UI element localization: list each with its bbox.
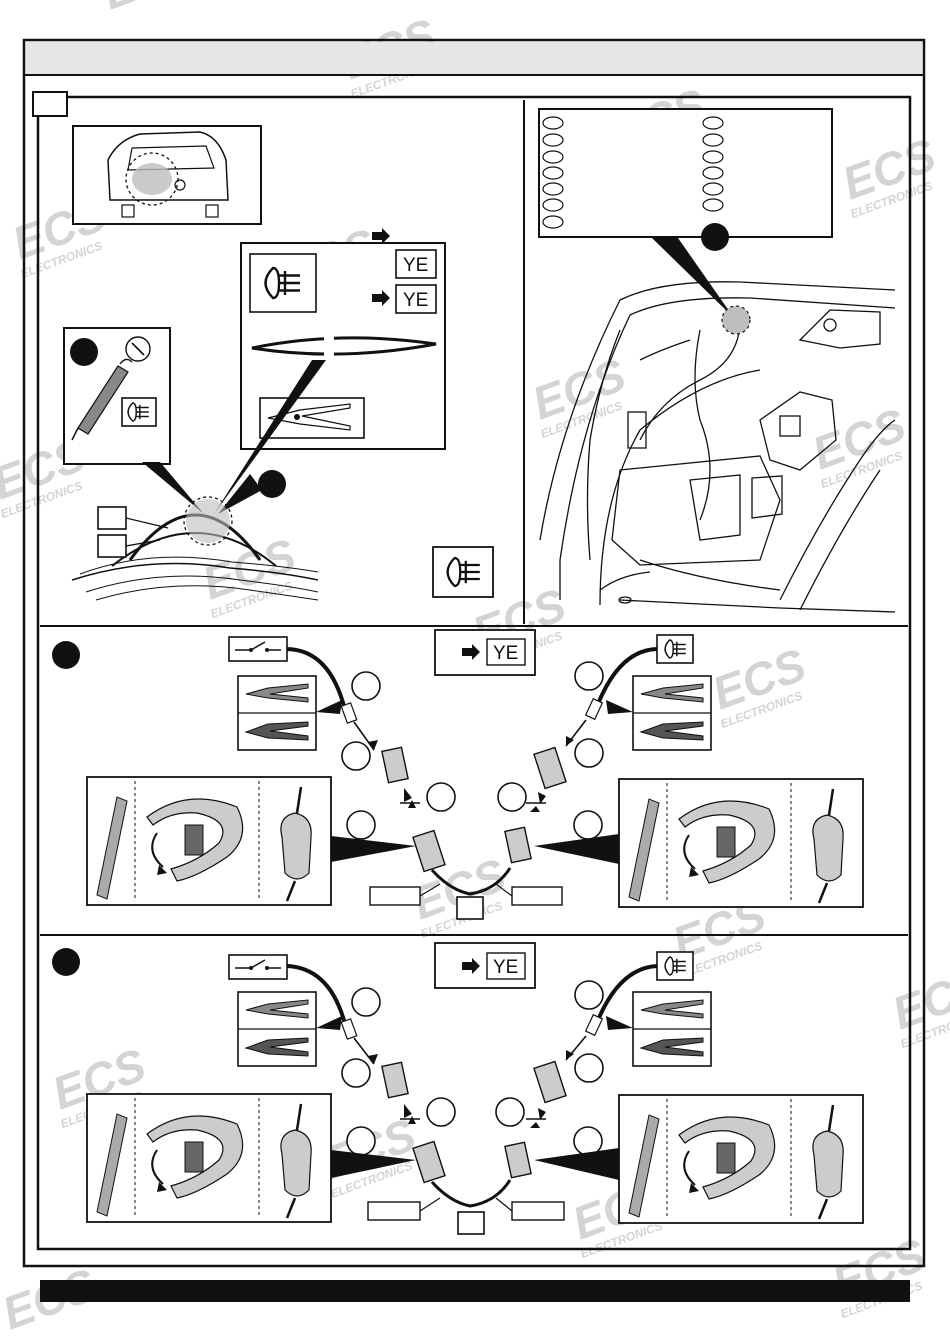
connector-male-right xyxy=(504,1141,532,1179)
trunk-interior-illustration xyxy=(539,281,896,613)
connector-female-right xyxy=(533,746,567,790)
callout-pointer xyxy=(331,836,416,862)
inner-frame xyxy=(36,95,912,1251)
wire-label-callout: YE YE xyxy=(240,228,446,450)
connector-female-left xyxy=(381,746,409,784)
switch-symbol xyxy=(228,954,288,980)
parts-list-box xyxy=(538,108,833,238)
step-marker xyxy=(701,223,729,251)
wire-cutter-icon xyxy=(267,403,351,431)
callout-pointer xyxy=(214,360,326,514)
header-bar xyxy=(26,42,922,74)
connector-male-left xyxy=(412,829,446,873)
callout-pointer xyxy=(534,1148,619,1180)
fog-lamp-symbol-box xyxy=(432,546,494,598)
connector-female-left xyxy=(381,1061,409,1099)
heat-shrink-box-right xyxy=(617,777,865,909)
watermark-logo: ECS xyxy=(96,0,203,19)
car-rear-view xyxy=(72,125,262,225)
crimp-tool-right xyxy=(632,991,712,1067)
callout-pointer xyxy=(142,462,204,514)
wire-color-label: YE xyxy=(493,957,518,978)
crimp-tool-left xyxy=(237,675,317,751)
heat-shrink-box-left xyxy=(85,775,333,907)
connection-point-highlight xyxy=(721,305,751,335)
step-marker xyxy=(52,948,80,976)
step-marker xyxy=(52,641,80,669)
heat-shrink-box-left xyxy=(85,1092,333,1224)
fog-lamp-symbol xyxy=(656,951,694,981)
test-probe-callout xyxy=(63,327,171,465)
outer-frame xyxy=(22,38,926,1268)
crimp-tool-left xyxy=(237,991,317,1067)
harness-detail xyxy=(71,470,319,601)
test-probe-icon xyxy=(71,358,133,441)
switch-symbol xyxy=(228,636,288,662)
heat-shrink-box-right xyxy=(617,1093,865,1225)
callout-pointer xyxy=(652,238,734,318)
step-circle xyxy=(341,661,604,840)
step-number-box xyxy=(32,91,68,117)
wire-color-box: YE xyxy=(434,629,536,676)
crimp-tool-right xyxy=(632,675,712,751)
wire-color-label: YE xyxy=(403,290,428,311)
connector-male-right xyxy=(504,826,532,864)
wire-color-label: YE xyxy=(403,255,428,276)
callout-pointer xyxy=(534,834,619,864)
arrow-right-icon xyxy=(372,228,390,244)
wire-color-label: YE xyxy=(493,643,518,664)
step-marker xyxy=(70,338,98,366)
connector-female-right xyxy=(533,1060,567,1104)
callout-pointer xyxy=(331,1150,416,1178)
fog-lamp-symbol xyxy=(656,634,694,664)
connector-male-left xyxy=(412,1140,446,1184)
footer-bar xyxy=(40,1280,910,1302)
wire-color-box: YE xyxy=(434,942,536,989)
